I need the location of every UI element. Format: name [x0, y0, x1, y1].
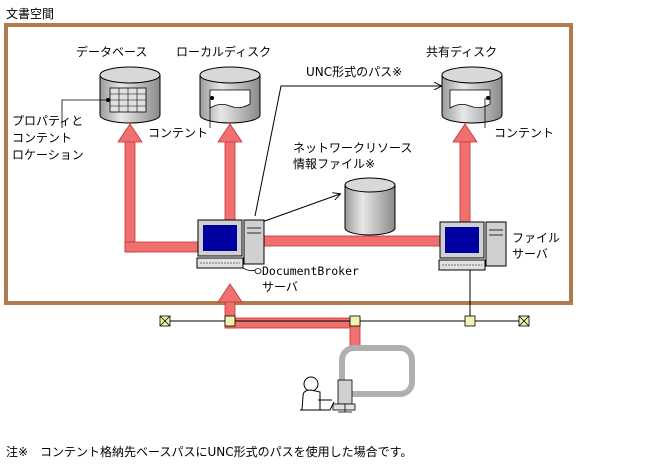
- client-computer-icon: [332, 379, 356, 413]
- client-terminal-frame: [339, 345, 415, 397]
- shared-disk-cylinder: [441, 66, 503, 124]
- file-server-label-line1: ファイル: [512, 231, 560, 245]
- content-document-icon: [209, 89, 251, 109]
- file-server-computer: [438, 221, 507, 271]
- shared-disk-label: 共有ディスク: [426, 44, 497, 59]
- unc-path-label: UNC形式のパス※: [306, 65, 402, 79]
- network-resource-label-line2: 情報ファイル※: [293, 157, 375, 171]
- local-disk-label: ローカルディスク: [176, 44, 271, 59]
- unc-path-arrow: [254, 86, 441, 217]
- lan-terminator-right: [518, 315, 530, 327]
- footnote: 注※ コンテント格納先ベースパスにUNC形式のパスを使用した場合です。: [6, 444, 412, 459]
- monitor-screen: [445, 227, 479, 253]
- document-space-title: 文書空間: [6, 6, 54, 21]
- database-cylinder: [99, 66, 161, 124]
- documentbroker-label-line1: DocumentBroker: [262, 264, 359, 278]
- properties-label-line3: ロケーション: [12, 148, 84, 162]
- properties-label-line1: プロパティと: [12, 114, 83, 128]
- properties-callout-line: [61, 99, 108, 128]
- lan-node-docbroker: [224, 315, 236, 327]
- documentbroker-server-computer: [196, 219, 265, 274]
- lan-node-file-server: [464, 315, 476, 327]
- local-content-label: コンテント: [148, 126, 208, 140]
- network-resource-label-line1: ネットワークリソース: [293, 141, 412, 155]
- content-document-icon: [449, 89, 491, 109]
- monitor-screen: [203, 225, 237, 251]
- network-resource-cylinder: [344, 177, 396, 236]
- file-server-label-line2: サーバ: [512, 247, 548, 261]
- network-resource-arrow: [261, 194, 340, 223]
- lan-node-client: [349, 315, 361, 327]
- document-space-frame: [4, 23, 573, 305]
- shared-content-label: コンテント: [494, 126, 554, 140]
- database-label: データベース: [76, 44, 147, 59]
- properties-label-line2: コンテント: [12, 131, 72, 145]
- client-user-icon: [300, 376, 335, 411]
- lan-terminator-left: [159, 315, 171, 327]
- local-disk-cylinder: [199, 66, 261, 124]
- documentbroker-label-line2: サーバ: [262, 280, 298, 294]
